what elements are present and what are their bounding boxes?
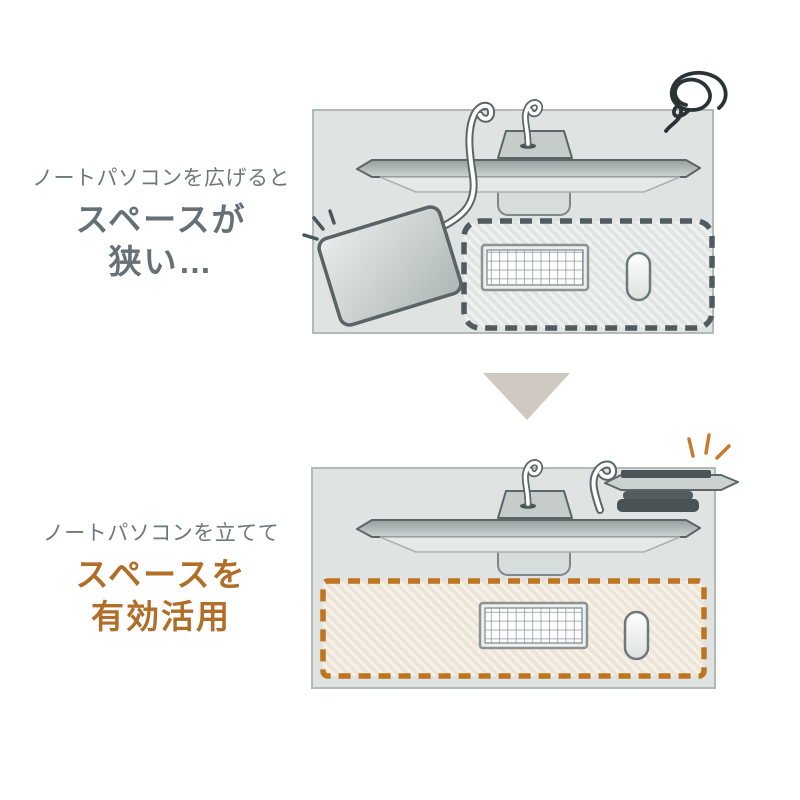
mouse — [625, 251, 652, 302]
monitor-cable — [523, 100, 542, 146]
before-caption-line3: 狭い… — [108, 243, 214, 280]
laptop-cable — [440, 103, 494, 229]
monitor-lower-bezel — [379, 176, 681, 193]
alert-lines-icon — [302, 209, 336, 241]
monitor-lower-bezel — [379, 536, 681, 553]
before-caption-line2: スペースが — [75, 201, 247, 238]
before-desk-illustration — [302, 71, 728, 334]
after-caption: ノートパソコンを立てて スペースを 有効活用 — [0, 517, 322, 638]
laptop-stored-vertically — [589, 460, 739, 514]
vertical-stand-slab-1 — [623, 491, 693, 500]
monitor-top-view — [356, 459, 701, 576]
tangle-scribble-icon — [664, 71, 728, 133]
after-desk-illustration — [311, 433, 739, 689]
after-caption-line2: スペースを — [75, 556, 247, 593]
monitor-cable — [523, 460, 542, 506]
sparkle-lines-icon — [687, 433, 731, 460]
monitor-screen-edge — [356, 519, 701, 538]
keyboard — [478, 601, 589, 650]
open-laptop — [317, 205, 463, 327]
laptop-top-strip — [621, 470, 711, 478]
keyboard — [480, 243, 590, 292]
mouse — [623, 610, 650, 661]
vertical-stand-slab-2 — [617, 499, 699, 512]
after-caption-line1: ノートパソコンを立てて — [42, 522, 280, 545]
monitor-screen-edge — [356, 159, 701, 178]
monitor-stand — [497, 490, 573, 519]
monitor-top-view — [356, 99, 701, 216]
stand-cable — [591, 462, 616, 512]
after-caption-line3: 有効活用 — [91, 598, 231, 635]
before-caption: ノートパソコンを広げると スペースが 狭い… — [0, 162, 322, 283]
monitor-stand — [497, 130, 573, 159]
before-caption-line1: ノートパソコンを広げると — [32, 167, 290, 190]
down-arrow-icon — [483, 373, 570, 420]
